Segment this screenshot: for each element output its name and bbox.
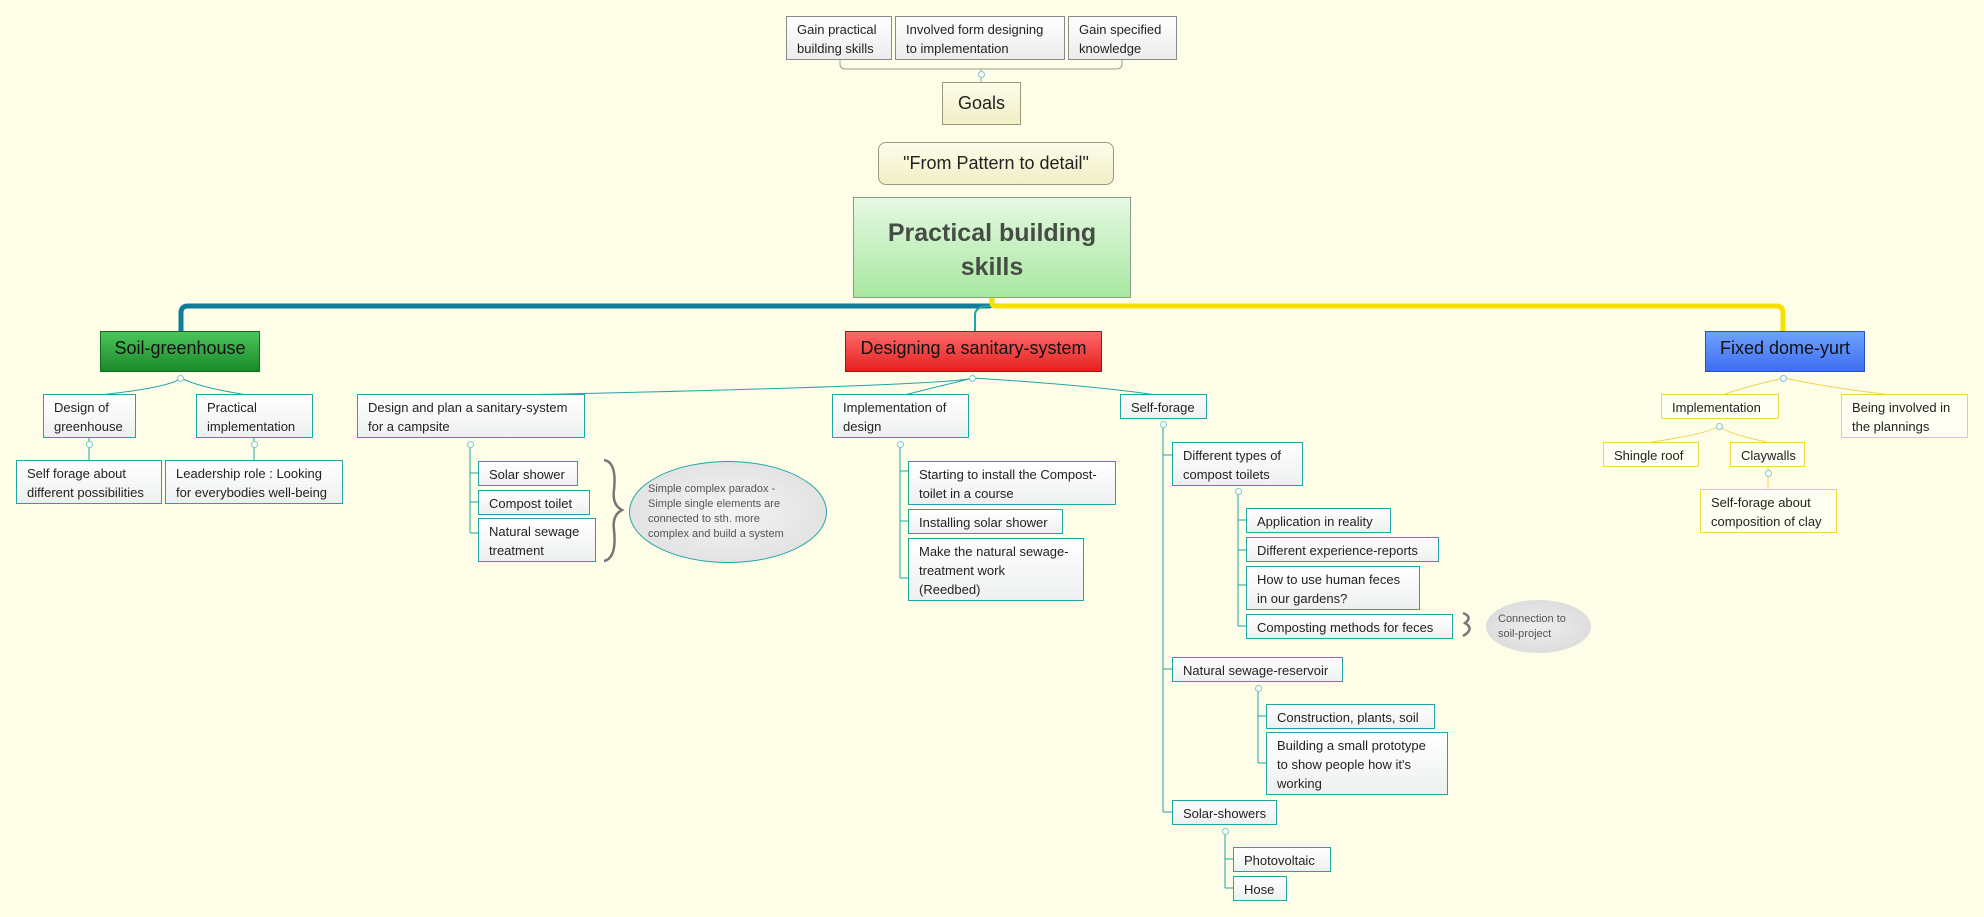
collapse-toggle-self-forage[interactable] [1160, 421, 1167, 428]
topic-experience-reports[interactable]: Different experience-reports [1246, 537, 1439, 562]
branch-soil-greenhouse[interactable]: Soil-greenhouse [100, 331, 260, 372]
topic-claywalls[interactable]: Claywalls [1730, 442, 1805, 467]
topic-install-solar-shower[interactable]: Installing solar shower [908, 509, 1063, 534]
collapse-toggle-implementation[interactable] [897, 441, 904, 448]
topic-human-feces-gardens[interactable]: How to use human feces in our gardens? [1246, 566, 1420, 610]
branch-sanitary-system[interactable]: Designing a sanitary-system [845, 331, 1102, 372]
collapse-toggle-compost-types[interactable] [1235, 488, 1242, 495]
topic-sewage-treatment-work[interactable]: Make the natural sewage- treatment work … [908, 538, 1084, 601]
topic-compost-toilet[interactable]: Compost toilet [478, 490, 590, 515]
central-topic[interactable]: Practical building skills [853, 197, 1131, 298]
connection-callout[interactable]: Connection to soil-project [1486, 600, 1591, 653]
collapse-toggle-goals[interactable] [978, 71, 985, 78]
topic-install-compost-toilet[interactable]: Starting to install the Compost- toilet … [908, 461, 1116, 505]
collapse-toggle-solar-showers[interactable] [1222, 828, 1229, 835]
topic-practical-implementation[interactable]: Practical implementation [196, 394, 313, 438]
topic-natural-sewage-treatment[interactable]: Natural sewage treatment [478, 518, 596, 562]
topic-design-greenhouse[interactable]: Design of greenhouse [43, 394, 136, 438]
topic-involved-plannings[interactable]: Being involved in the plannings [1841, 394, 1968, 438]
collapse-toggle-yurt-implementation[interactable] [1716, 423, 1723, 430]
topic-small-prototype[interactable]: Building a small prototype to show peopl… [1266, 732, 1448, 795]
topic-self-forage-possibilities[interactable]: Self forage about different possibilitie… [16, 460, 162, 504]
topic-composting-methods[interactable]: Composting methods for feces [1246, 614, 1453, 639]
collapse-toggle-dome-yurt[interactable] [1780, 375, 1787, 382]
topic-sewage-reservoir[interactable]: Natural sewage-reservoir [1172, 657, 1343, 682]
branch-fixed-dome-yurt[interactable]: Fixed dome-yurt [1705, 331, 1865, 372]
topic-solar-shower[interactable]: Solar shower [478, 461, 578, 486]
topic-implementation-design[interactable]: Implementation of design [832, 394, 969, 438]
topic-application-reality[interactable]: Application in reality [1246, 508, 1391, 533]
collapse-toggle-soil-greenhouse[interactable] [177, 375, 184, 382]
collapse-toggle-sanitary[interactable] [969, 375, 976, 382]
topic-construction-plants-soil[interactable]: Construction, plants, soil [1266, 704, 1435, 729]
collapse-toggle-reservoir[interactable] [1255, 685, 1262, 692]
topic-leadership-role[interactable]: Leadership role : Looking for everybodie… [165, 460, 343, 504]
collapse-toggle-claywalls[interactable] [1765, 470, 1772, 477]
goal-node[interactable]: Gain practical building skills [786, 16, 892, 60]
topic-solar-showers[interactable]: Solar-showers [1172, 800, 1277, 825]
topic-photovoltaic[interactable]: Photovoltaic [1233, 847, 1331, 872]
collapse-toggle-design-greenhouse[interactable] [86, 441, 93, 448]
topic-design-plan-sanitary[interactable]: Design and plan a sanitary-system for a … [357, 394, 585, 438]
topic-clay-composition[interactable]: Self-forage about composition of clay [1700, 489, 1837, 533]
topic-shingle-roof[interactable]: Shingle roof [1603, 442, 1699, 467]
collapse-toggle-practical[interactable] [251, 441, 258, 448]
goals-node[interactable]: Goals [942, 82, 1021, 125]
topic-self-forage[interactable]: Self-forage [1120, 394, 1207, 419]
goal-node[interactable]: Gain specified knowledge [1068, 16, 1177, 60]
goal-node[interactable]: Involved form designing to implementatio… [895, 16, 1065, 60]
topic-compost-toilet-types[interactable]: Different types of compost toilets [1172, 442, 1303, 486]
collapse-toggle-plan[interactable] [467, 441, 474, 448]
motto-node[interactable]: "From Pattern to detail" [878, 142, 1114, 185]
topic-hose[interactable]: Hose [1233, 876, 1287, 901]
paradox-callout[interactable]: Simple complex paradox - Simple single e… [629, 461, 827, 563]
topic-yurt-implementation[interactable]: Implementation [1661, 394, 1779, 419]
